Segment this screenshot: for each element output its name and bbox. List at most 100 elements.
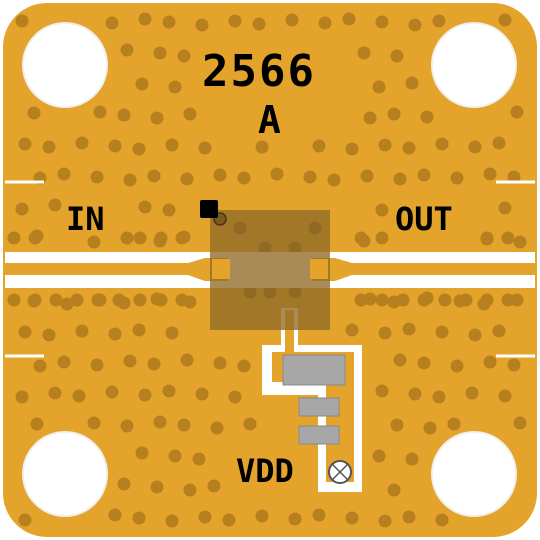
via — [432, 14, 446, 28]
via — [105, 16, 119, 30]
via — [393, 172, 407, 186]
mounting-hole-top-left-icon — [22, 22, 108, 108]
via — [70, 293, 84, 307]
via — [138, 12, 152, 26]
ground-gap-lines — [5, 180, 535, 358]
via — [150, 111, 164, 125]
via — [228, 390, 242, 404]
via — [91, 293, 105, 307]
via — [108, 508, 122, 522]
via — [7, 293, 21, 307]
via — [408, 18, 422, 32]
bypass-capacitor-small-2 — [298, 425, 340, 445]
supply-port-label: VDD — [236, 452, 294, 490]
via — [402, 510, 416, 524]
via — [28, 231, 42, 245]
via — [162, 15, 176, 29]
via — [378, 326, 392, 340]
via — [153, 415, 167, 429]
via — [375, 203, 389, 217]
via-field — [7, 12, 527, 528]
via — [450, 171, 464, 185]
via — [147, 357, 161, 371]
via — [153, 46, 167, 60]
via — [198, 510, 212, 524]
via — [501, 293, 515, 307]
via — [120, 43, 134, 57]
via — [327, 173, 341, 187]
via — [132, 323, 146, 337]
via — [378, 514, 392, 528]
via — [154, 293, 168, 307]
via — [30, 417, 44, 431]
via — [360, 169, 374, 183]
mounting-hole-bottom-left-icon — [22, 431, 108, 517]
via — [183, 107, 197, 121]
via — [312, 508, 326, 522]
via — [405, 76, 419, 90]
via — [378, 138, 392, 152]
via — [387, 107, 401, 121]
via — [108, 327, 122, 341]
via — [492, 324, 506, 338]
via — [15, 202, 29, 216]
via — [60, 297, 74, 311]
crossed-circle-pad-icon — [328, 460, 352, 484]
via — [228, 14, 242, 28]
via — [480, 293, 494, 307]
via — [117, 477, 131, 491]
via — [354, 293, 368, 307]
via — [387, 483, 401, 497]
via — [123, 173, 137, 187]
via — [510, 293, 524, 307]
via — [87, 235, 101, 249]
via — [180, 353, 194, 367]
via — [162, 384, 176, 398]
mounting-hole-bottom-right-icon — [431, 431, 517, 517]
via — [132, 511, 146, 525]
via — [510, 105, 524, 119]
via — [18, 513, 32, 527]
via — [93, 105, 107, 119]
via — [312, 139, 326, 153]
square-marker-icon — [200, 200, 218, 218]
via — [117, 108, 131, 122]
via — [465, 386, 479, 400]
via — [468, 328, 482, 342]
via — [132, 142, 146, 156]
via — [288, 512, 302, 526]
via — [237, 359, 251, 373]
via — [207, 479, 221, 493]
via — [345, 511, 359, 525]
via — [423, 421, 437, 435]
via — [162, 203, 176, 217]
via — [15, 390, 29, 404]
via — [513, 235, 527, 249]
via — [438, 293, 452, 307]
via — [75, 324, 89, 338]
via — [175, 293, 189, 307]
via — [480, 231, 494, 245]
via — [498, 13, 512, 27]
via — [138, 388, 152, 402]
via — [372, 449, 386, 463]
via — [15, 14, 29, 28]
via — [72, 389, 86, 403]
part-number-label: 2566 — [202, 46, 316, 97]
via — [49, 293, 63, 307]
via — [165, 514, 179, 528]
via — [87, 416, 101, 430]
via — [33, 359, 47, 373]
via — [57, 167, 71, 181]
via — [255, 509, 269, 523]
via — [168, 80, 182, 94]
input-port-label: IN — [66, 200, 105, 238]
via — [154, 231, 168, 245]
via — [27, 106, 41, 120]
via — [390, 49, 404, 63]
via — [393, 353, 407, 367]
via — [243, 417, 257, 431]
via — [150, 480, 164, 494]
via — [133, 231, 147, 245]
